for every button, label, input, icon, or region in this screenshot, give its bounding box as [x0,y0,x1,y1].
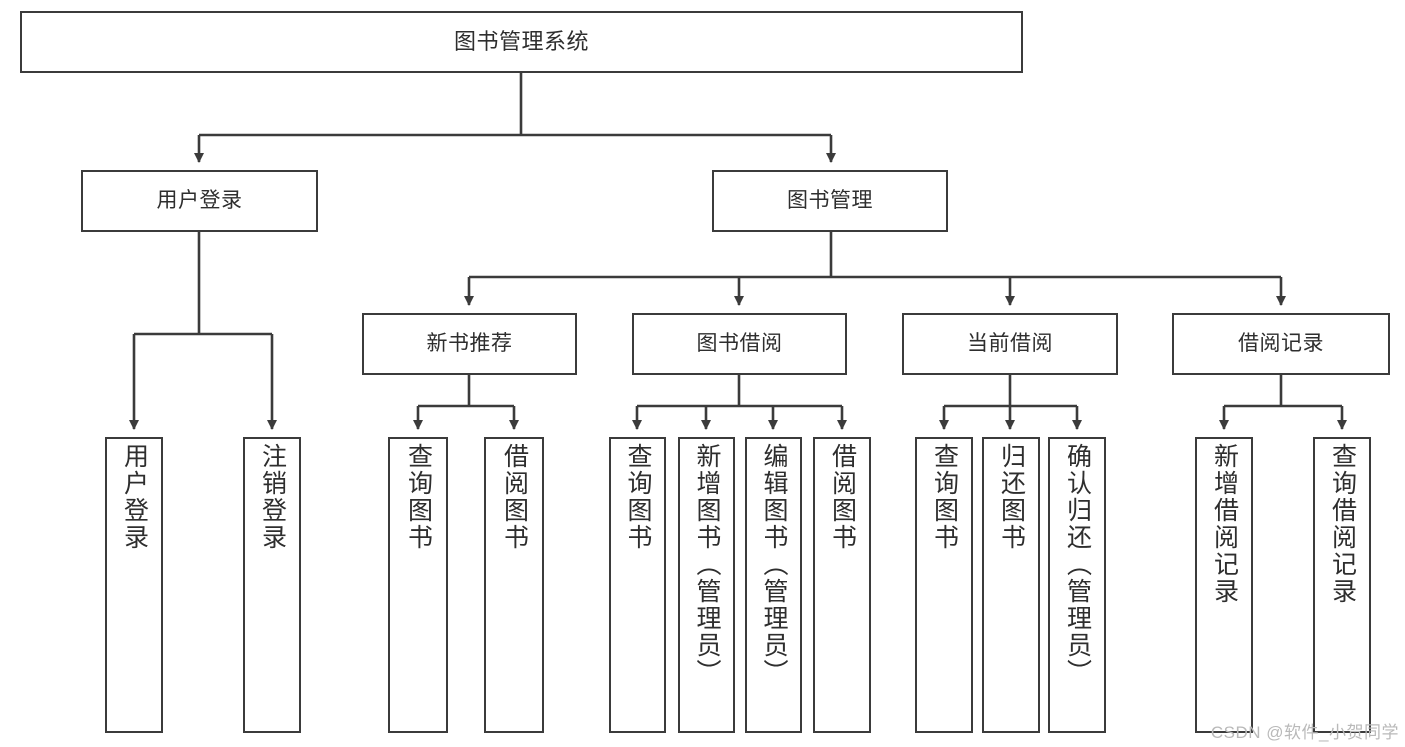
node-user-login-label: 用户登录 [156,188,243,212]
node-leaf-user-logout[interactable]: 注销登录 [243,437,301,733]
node-borrow-record[interactable]: 借阅记录 [1172,313,1390,375]
node-leaf-confirm-return[interactable]: 确认归还（管理员） [1048,437,1106,733]
node-leaf-user-login[interactable]: 用户登录 [105,437,163,733]
node-leaf-user-login-label: 用户登录 [120,443,149,551]
node-leaf-borrow-book-2[interactable]: 借阅图书 [813,437,871,733]
node-leaf-query-record[interactable]: 查询借阅记录 [1313,437,1371,733]
node-leaf-borrow-book-1-label: 借阅图书 [500,443,529,551]
node-leaf-query-book-3-label: 查询图书 [930,443,959,551]
node-book-manage[interactable]: 图书管理 [712,170,948,232]
node-leaf-add-book-label: 新增图书（管理员） [693,443,721,686]
node-leaf-query-book-3[interactable]: 查询图书 [915,437,973,733]
node-leaf-return-book[interactable]: 归还图书 [982,437,1040,733]
node-leaf-query-book-1-label: 查询图书 [404,443,433,551]
node-root-label: 图书管理系统 [453,29,589,55]
node-leaf-query-book-2-label: 查询图书 [624,443,652,551]
node-leaf-edit-book-label: 编辑图书（管理员） [760,443,788,686]
node-leaf-user-logout-label: 注销登录 [258,443,287,551]
node-book-borrow-label: 图书借阅 [696,331,783,355]
node-current-borrow-label: 当前借阅 [967,331,1053,355]
node-leaf-borrow-book-2-label: 借阅图书 [828,443,857,551]
node-user-login[interactable]: 用户登录 [81,170,318,232]
node-book-borrow[interactable]: 图书借阅 [632,313,847,375]
node-book-manage-label: 图书管理 [787,188,873,212]
node-leaf-edit-book[interactable]: 编辑图书（管理员） [745,437,802,733]
node-leaf-borrow-book-1[interactable]: 借阅图书 [484,437,544,733]
node-leaf-add-record[interactable]: 新增借阅记录 [1195,437,1253,733]
watermark: CSDN @软件_小贺同学 [1210,723,1399,742]
node-borrow-record-label: 借阅记录 [1238,331,1324,355]
node-leaf-query-record-label: 查询借阅记录 [1328,443,1357,605]
node-root[interactable]: 图书管理系统 [20,11,1023,73]
node-leaf-add-book[interactable]: 新增图书（管理员） [678,437,735,733]
node-leaf-add-record-label: 新增借阅记录 [1210,443,1239,605]
node-leaf-confirm-return-label: 确认归还（管理员） [1063,443,1092,686]
node-leaf-query-book-2[interactable]: 查询图书 [609,437,666,733]
node-current-borrow[interactable]: 当前借阅 [902,313,1118,375]
node-new-book-rec-label: 新书推荐 [426,331,513,355]
node-new-book-rec[interactable]: 新书推荐 [362,313,577,375]
node-leaf-query-book-1[interactable]: 查询图书 [388,437,448,733]
node-leaf-return-book-label: 归还图书 [997,443,1026,551]
